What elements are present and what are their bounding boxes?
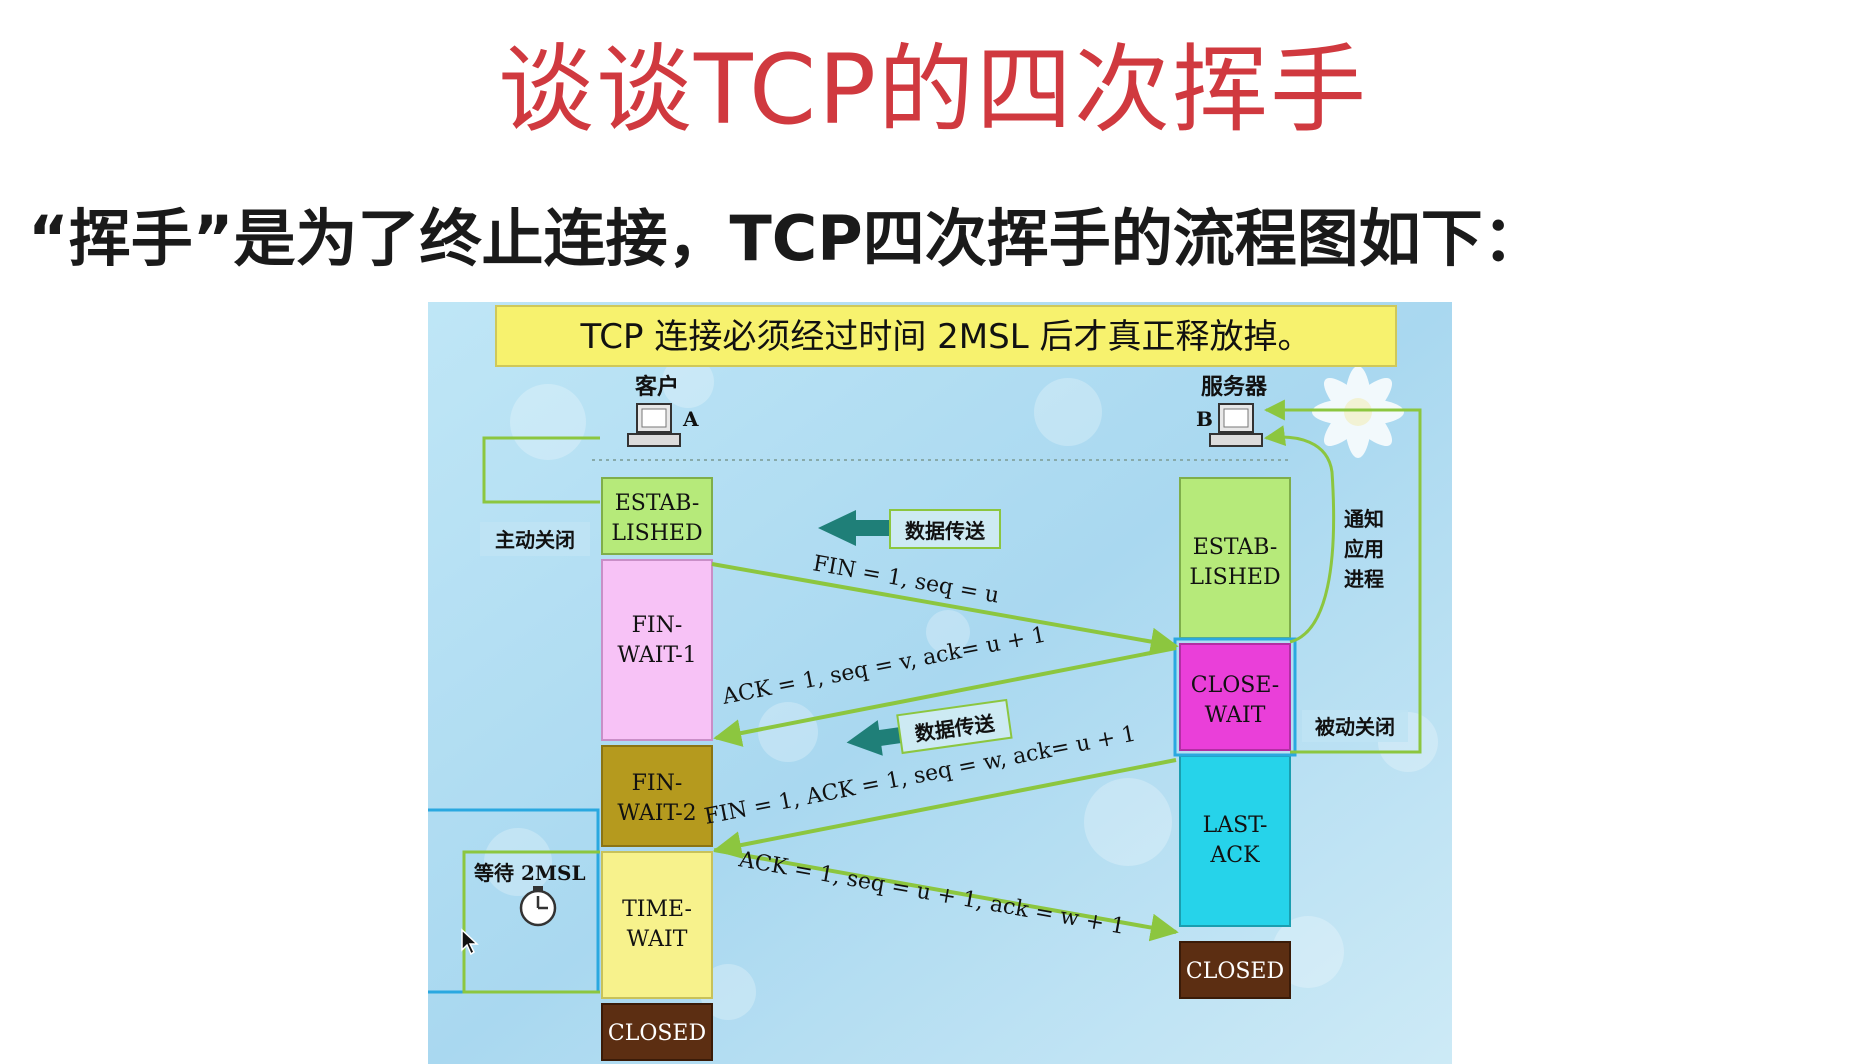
flower-decoration [1312,366,1404,458]
svg-text:通知: 通知 [1344,507,1384,531]
svg-text:WAIT-1: WAIT-1 [617,643,696,668]
svg-text:WAIT: WAIT [1205,703,1266,728]
fin1-arrow [711,562,1179,656]
svg-text:CLOSE-: CLOSE- [1191,673,1279,698]
ack2-arrow [713,848,1179,942]
active-close-label: 主动关闭 [495,528,575,552]
slide-subtitle: “挥手”是为了终止连接，TCP四次挥手的流程图如下： [28,202,1545,275]
wait-2msl-arrow [462,850,600,994]
wait-2msl-label: 等待 2MSL [474,861,586,885]
server-state-last-ack: LAST- ACK [1179,755,1291,927]
svg-text:ACK: ACK [1209,843,1260,868]
server-state-closed: CLOSED [1179,941,1291,999]
server-computer-icon [1209,403,1263,447]
client-letter: A [682,407,699,431]
data-transfer-to-client-arrow: 数据传送 [846,698,1013,756]
svg-text:应用: 应用 [1344,537,1384,561]
svg-text:TIME-: TIME- [622,897,692,922]
server-state-established: ESTAB- LISHED [1179,477,1291,639]
svg-text:FIN-: FIN- [632,771,683,796]
svg-text:进程: 进程 [1344,567,1384,591]
svg-text:ESTAB-: ESTAB- [1193,535,1278,560]
banner-box [495,305,1397,367]
svg-text:FIN-: FIN- [632,613,683,638]
server-label: 服务器 [1201,374,1268,400]
svg-text:ESTAB-: ESTAB- [615,491,700,516]
handshake-diagram: TCP 连接必须经过时间 2MSL 后才真正释放掉。 客户 A 服务器 B [428,302,1452,1064]
client-state-closed: CLOSED [601,1003,713,1061]
svg-text:LISHED: LISHED [1189,565,1280,590]
client-state-time-wait: TIME- WAIT [601,851,713,999]
client-state-fin-wait-2: FIN- WAIT-2 [601,745,713,847]
server-letter: B [1196,407,1213,431]
active-close-arrow [482,436,600,504]
svg-text:数据传送: 数据传送 [905,519,986,543]
svg-text:LAST-: LAST- [1203,813,1268,838]
client-computer-icon [627,403,681,447]
banner-text: TCP 连接必须经过时间 2MSL 后才真正释放掉。 [580,317,1312,357]
tcp-four-way-handshake-figure: TCP 连接必须经过时间 2MSL 后才真正释放掉。 客户 A 服务器 B [428,302,1452,1064]
client-label: 客户 [635,374,679,400]
passive-close-label: 被动关闭 [1315,715,1395,739]
passive-close-arrow [1263,399,1422,754]
data-transfer-both-arrow: 数据传送 [818,509,1001,549]
svg-text:WAIT: WAIT [627,927,688,952]
client-state-fin-wait-1: FIN- WAIT-1 [601,559,713,741]
mouse-cursor-icon [461,928,479,956]
clock-icon [519,886,557,927]
svg-text:WAIT-2: WAIT-2 [617,801,696,826]
ack1-arrow [713,646,1177,747]
svg-text:CLOSED: CLOSED [608,1021,706,1046]
svg-text:CLOSED: CLOSED [1186,959,1284,984]
fin2-arrow [713,758,1177,859]
server-state-close-wait: CLOSE- WAIT [1179,643,1291,751]
close-wait-highlight [1173,637,1297,757]
slide-title: 谈谈TCP的四次挥手 [498,34,1368,146]
client-state-established: ESTAB- LISHED [601,477,713,555]
notify-app-arrow [1263,425,1336,644]
notify-app-label: 通知 应用 进程 [1344,507,1384,591]
svg-text:LISHED: LISHED [611,521,702,546]
